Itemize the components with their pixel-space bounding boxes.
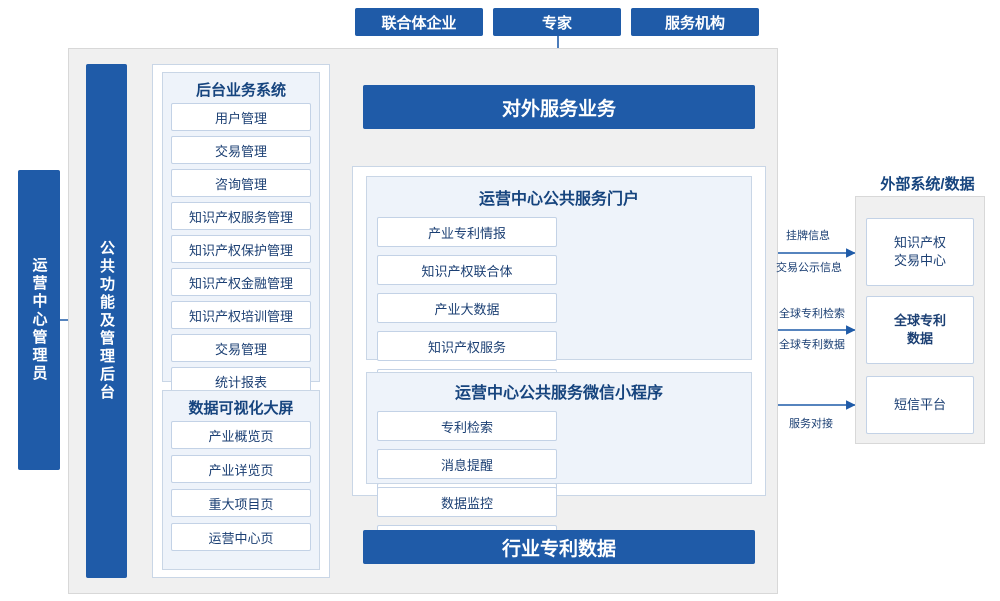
miniprogram-title: 运营中心公共服务微信小程序 [454, 385, 663, 402]
external-link-label-2: 全球专利检索 [779, 308, 845, 320]
portal-box: 运营中心公共服务门户 产业专利情报 知识产权联合体 产业大数据 知识产权服务 知… [366, 176, 752, 513]
visual-item[interactable]: 产业概览页 [171, 421, 311, 449]
top-node-1-label: 专家 [541, 14, 572, 32]
operator-node[interactable]: 运营中心管理员 [18, 170, 60, 470]
miniprogram-item[interactable]: 消息提醒 [377, 449, 557, 479]
portal-item[interactable]: 产业大数据 [377, 293, 557, 323]
backend-item[interactable]: 知识产权培训管理 [171, 301, 311, 329]
top-node-1[interactable]: 专家 [493, 8, 621, 36]
top-node-2-label: 服务机构 [664, 14, 725, 32]
visual-screen-title: 数据可视化大屏 [188, 399, 294, 417]
external-link-label-4: 服务对接 [789, 418, 833, 430]
backend-item[interactable]: 知识产权服务管理 [171, 202, 311, 230]
admin-backend-node[interactable]: 公共功能及管理后台 [86, 64, 127, 578]
industry-data-bar[interactable]: 行业专利数据 [363, 530, 755, 564]
visual-screen-items: 产业概览页 产业详览页 重大项目页 运营中心页 [163, 421, 319, 551]
external-node-2[interactable]: 短信平台 [866, 376, 974, 434]
portal-title: 运营中心公共服务门户 [478, 191, 639, 208]
external-node-1[interactable]: 全球专利 数据 [866, 296, 974, 364]
portal-item[interactable]: 知识产权服务 [377, 331, 557, 361]
admin-backend-label: 公共功能及管理后台 [98, 240, 115, 402]
backend-item[interactable]: 咨询管理 [171, 169, 311, 197]
backend-item[interactable]: 知识产权保护管理 [171, 235, 311, 263]
external-service-label: 对外服务业务 [501, 98, 616, 120]
backend-item[interactable]: 交易管理 [171, 136, 311, 164]
external-node-1-label: 全球专利 数据 [893, 313, 946, 346]
external-node-2-label: 短信平台 [893, 397, 946, 413]
operator-label: 运营中心管理员 [30, 257, 48, 383]
visual-screen-box: 数据可视化大屏 产业概览页 产业详览页 重大项目页 运营中心页 [162, 390, 320, 570]
portal-item[interactable]: 产业专利情报 [377, 217, 557, 247]
top-node-0[interactable]: 联合体企业 [355, 8, 483, 36]
external-node-0-label: 知识产权 交易中心 [893, 235, 946, 268]
portal-item[interactable]: 知识产权联合体 [377, 255, 557, 285]
external-node-0[interactable]: 知识产权 交易中心 [866, 218, 974, 286]
visual-item[interactable]: 运营中心页 [171, 523, 311, 551]
miniprogram-box: 运营中心公共服务微信小程序 专利检索 消息提醒 数据监控 个人中心 [366, 372, 752, 555]
backend-system-box: 后台业务系统 用户管理 交易管理 咨询管理 知识产权服务管理 知识产权保护管理 … [162, 72, 320, 395]
external-service-bar[interactable]: 对外服务业务 [363, 85, 755, 129]
external-link-label-1: 交易公示信息 [776, 262, 842, 274]
external-title: 外部系统/数据 [880, 175, 975, 193]
miniprogram-item[interactable]: 专利检索 [377, 411, 557, 441]
external-link-label-0: 挂牌信息 [786, 230, 830, 242]
external-link-label-3: 全球专利数据 [779, 339, 845, 351]
backend-item[interactable]: 交易管理 [171, 334, 311, 362]
backend-item[interactable]: 知识产权金融管理 [171, 268, 311, 296]
miniprogram-item[interactable]: 数据监控 [377, 487, 557, 517]
industry-data-label: 行业专利数据 [501, 538, 616, 560]
visual-item[interactable]: 重大项目页 [171, 489, 311, 517]
backend-item[interactable]: 用户管理 [171, 103, 311, 131]
backend-system-title: 后台业务系统 [195, 81, 286, 99]
top-node-0-label: 联合体企业 [381, 14, 457, 32]
visual-item[interactable]: 产业详览页 [171, 455, 311, 483]
top-node-2[interactable]: 服务机构 [631, 8, 759, 36]
backend-system-items: 用户管理 交易管理 咨询管理 知识产权服务管理 知识产权保护管理 知识产权金融管… [163, 103, 319, 395]
